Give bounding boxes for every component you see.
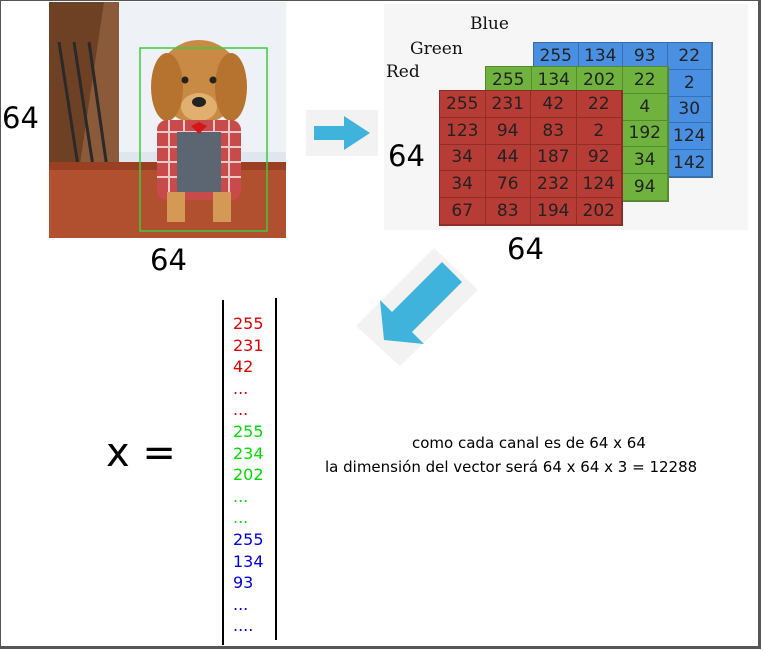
image-width-label: 64 bbox=[150, 243, 187, 277]
red-cell: 231 bbox=[485, 91, 531, 118]
dog-photo-illustration bbox=[49, 2, 286, 238]
vector-entry: 134 bbox=[233, 551, 264, 571]
vector-entry: 42 bbox=[233, 357, 254, 377]
vector-right-bar bbox=[275, 298, 277, 640]
blue-channel-label: Blue bbox=[470, 14, 509, 34]
vector-entry: 231 bbox=[233, 335, 264, 355]
tensor-height-label: 64 bbox=[388, 139, 425, 173]
red-cell: 76 bbox=[485, 171, 531, 199]
red-cell: 44 bbox=[485, 144, 531, 172]
vector-lhs: x = bbox=[106, 430, 176, 476]
red-cell: 194 bbox=[531, 198, 577, 225]
blue-cell: 142 bbox=[667, 150, 712, 177]
note-line-1: como cada canal es de 64 x 64 bbox=[412, 434, 646, 452]
blue-cell: 124 bbox=[667, 123, 712, 151]
vector-entry: 202 bbox=[233, 465, 264, 485]
vector-entry: ... bbox=[233, 378, 249, 398]
vector-entry: 255 bbox=[233, 421, 264, 441]
red-cell: 22 bbox=[576, 91, 622, 118]
bounding-box bbox=[139, 47, 268, 232]
vector-entry: ... bbox=[233, 400, 249, 420]
red-cell: 34 bbox=[440, 171, 486, 199]
note-line-2: la dimensión del vector será 64 x 64 x 3… bbox=[325, 458, 698, 476]
arrow-down-left-panel bbox=[348, 238, 482, 368]
vector-entry: 234 bbox=[233, 443, 264, 463]
blue-cell: 22 bbox=[667, 43, 712, 70]
vector-entry: 93 bbox=[233, 573, 254, 593]
arrow-right-icon bbox=[314, 116, 370, 150]
red-cell: 2 bbox=[576, 117, 622, 145]
green-channel-label: Green bbox=[410, 39, 463, 59]
red-cell: 94 bbox=[485, 117, 531, 145]
red-cell: 42 bbox=[531, 91, 577, 118]
green-cell: 4 bbox=[622, 93, 668, 121]
vector-entry: .... bbox=[233, 616, 254, 636]
vector-entry: 255 bbox=[233, 314, 264, 333]
arrow-right-panel bbox=[306, 110, 378, 156]
red-cell: 187 bbox=[531, 144, 577, 172]
vector-entry: ... bbox=[233, 508, 249, 528]
image-height-label: 64 bbox=[2, 101, 39, 135]
dog-photo bbox=[49, 2, 286, 238]
red-cell: 83 bbox=[485, 198, 531, 225]
red-channel-label: Red bbox=[386, 62, 420, 82]
tensor-width-label: 64 bbox=[507, 232, 544, 266]
green-cell: 192 bbox=[622, 120, 668, 148]
red-cell: 83 bbox=[531, 117, 577, 145]
red-cell: 34 bbox=[440, 144, 486, 172]
red-cell: 123 bbox=[440, 117, 486, 145]
red-cell: 92 bbox=[576, 144, 622, 172]
red-cell: 232 bbox=[531, 171, 577, 199]
red-cell: 255 bbox=[440, 91, 486, 118]
blue-cell: 30 bbox=[667, 96, 712, 124]
green-cell: 22 bbox=[622, 67, 668, 94]
vector-entry: 255 bbox=[233, 529, 264, 549]
red-cell: 202 bbox=[576, 198, 622, 225]
green-cell: 94 bbox=[622, 174, 668, 201]
green-cell: 34 bbox=[622, 147, 668, 175]
vector-entry: ... bbox=[233, 594, 249, 614]
blue-cell: 2 bbox=[667, 69, 712, 97]
vector-left-bar bbox=[222, 300, 224, 645]
red-cell: 124 bbox=[576, 171, 622, 199]
vector-entry: ... bbox=[233, 486, 249, 506]
arrow-down-left-icon bbox=[356, 248, 478, 366]
red-cell: 67 bbox=[440, 198, 486, 225]
